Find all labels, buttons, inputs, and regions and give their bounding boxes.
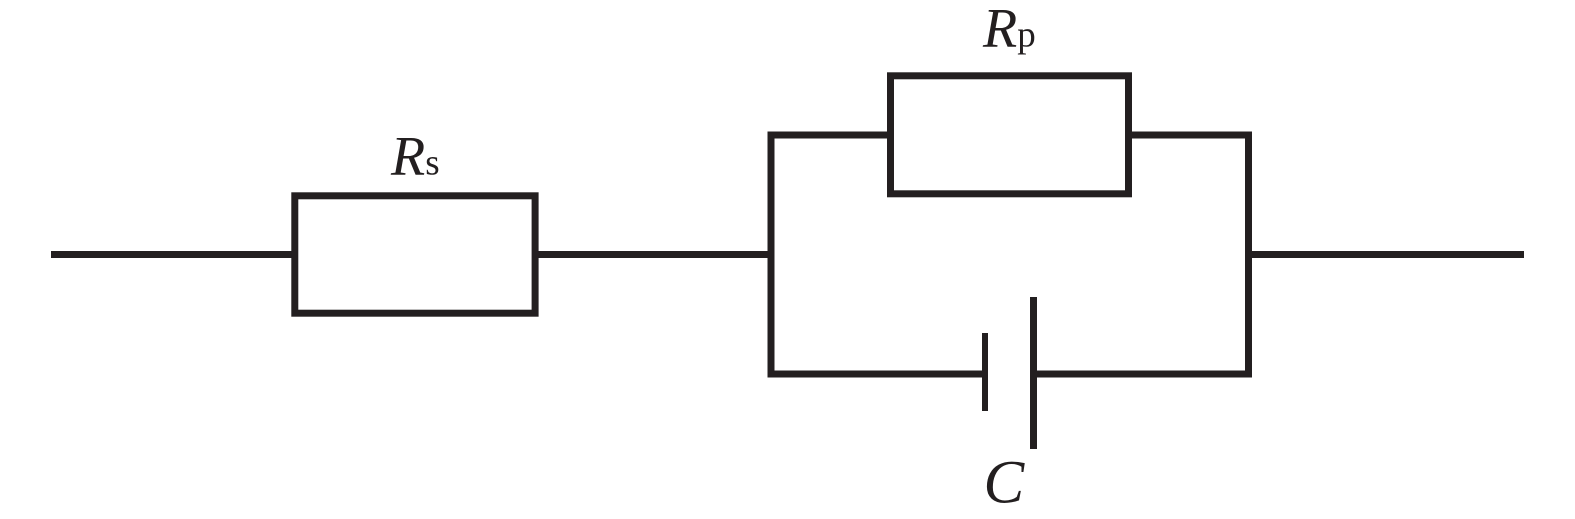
svg-text:C: C (984, 450, 1026, 517)
